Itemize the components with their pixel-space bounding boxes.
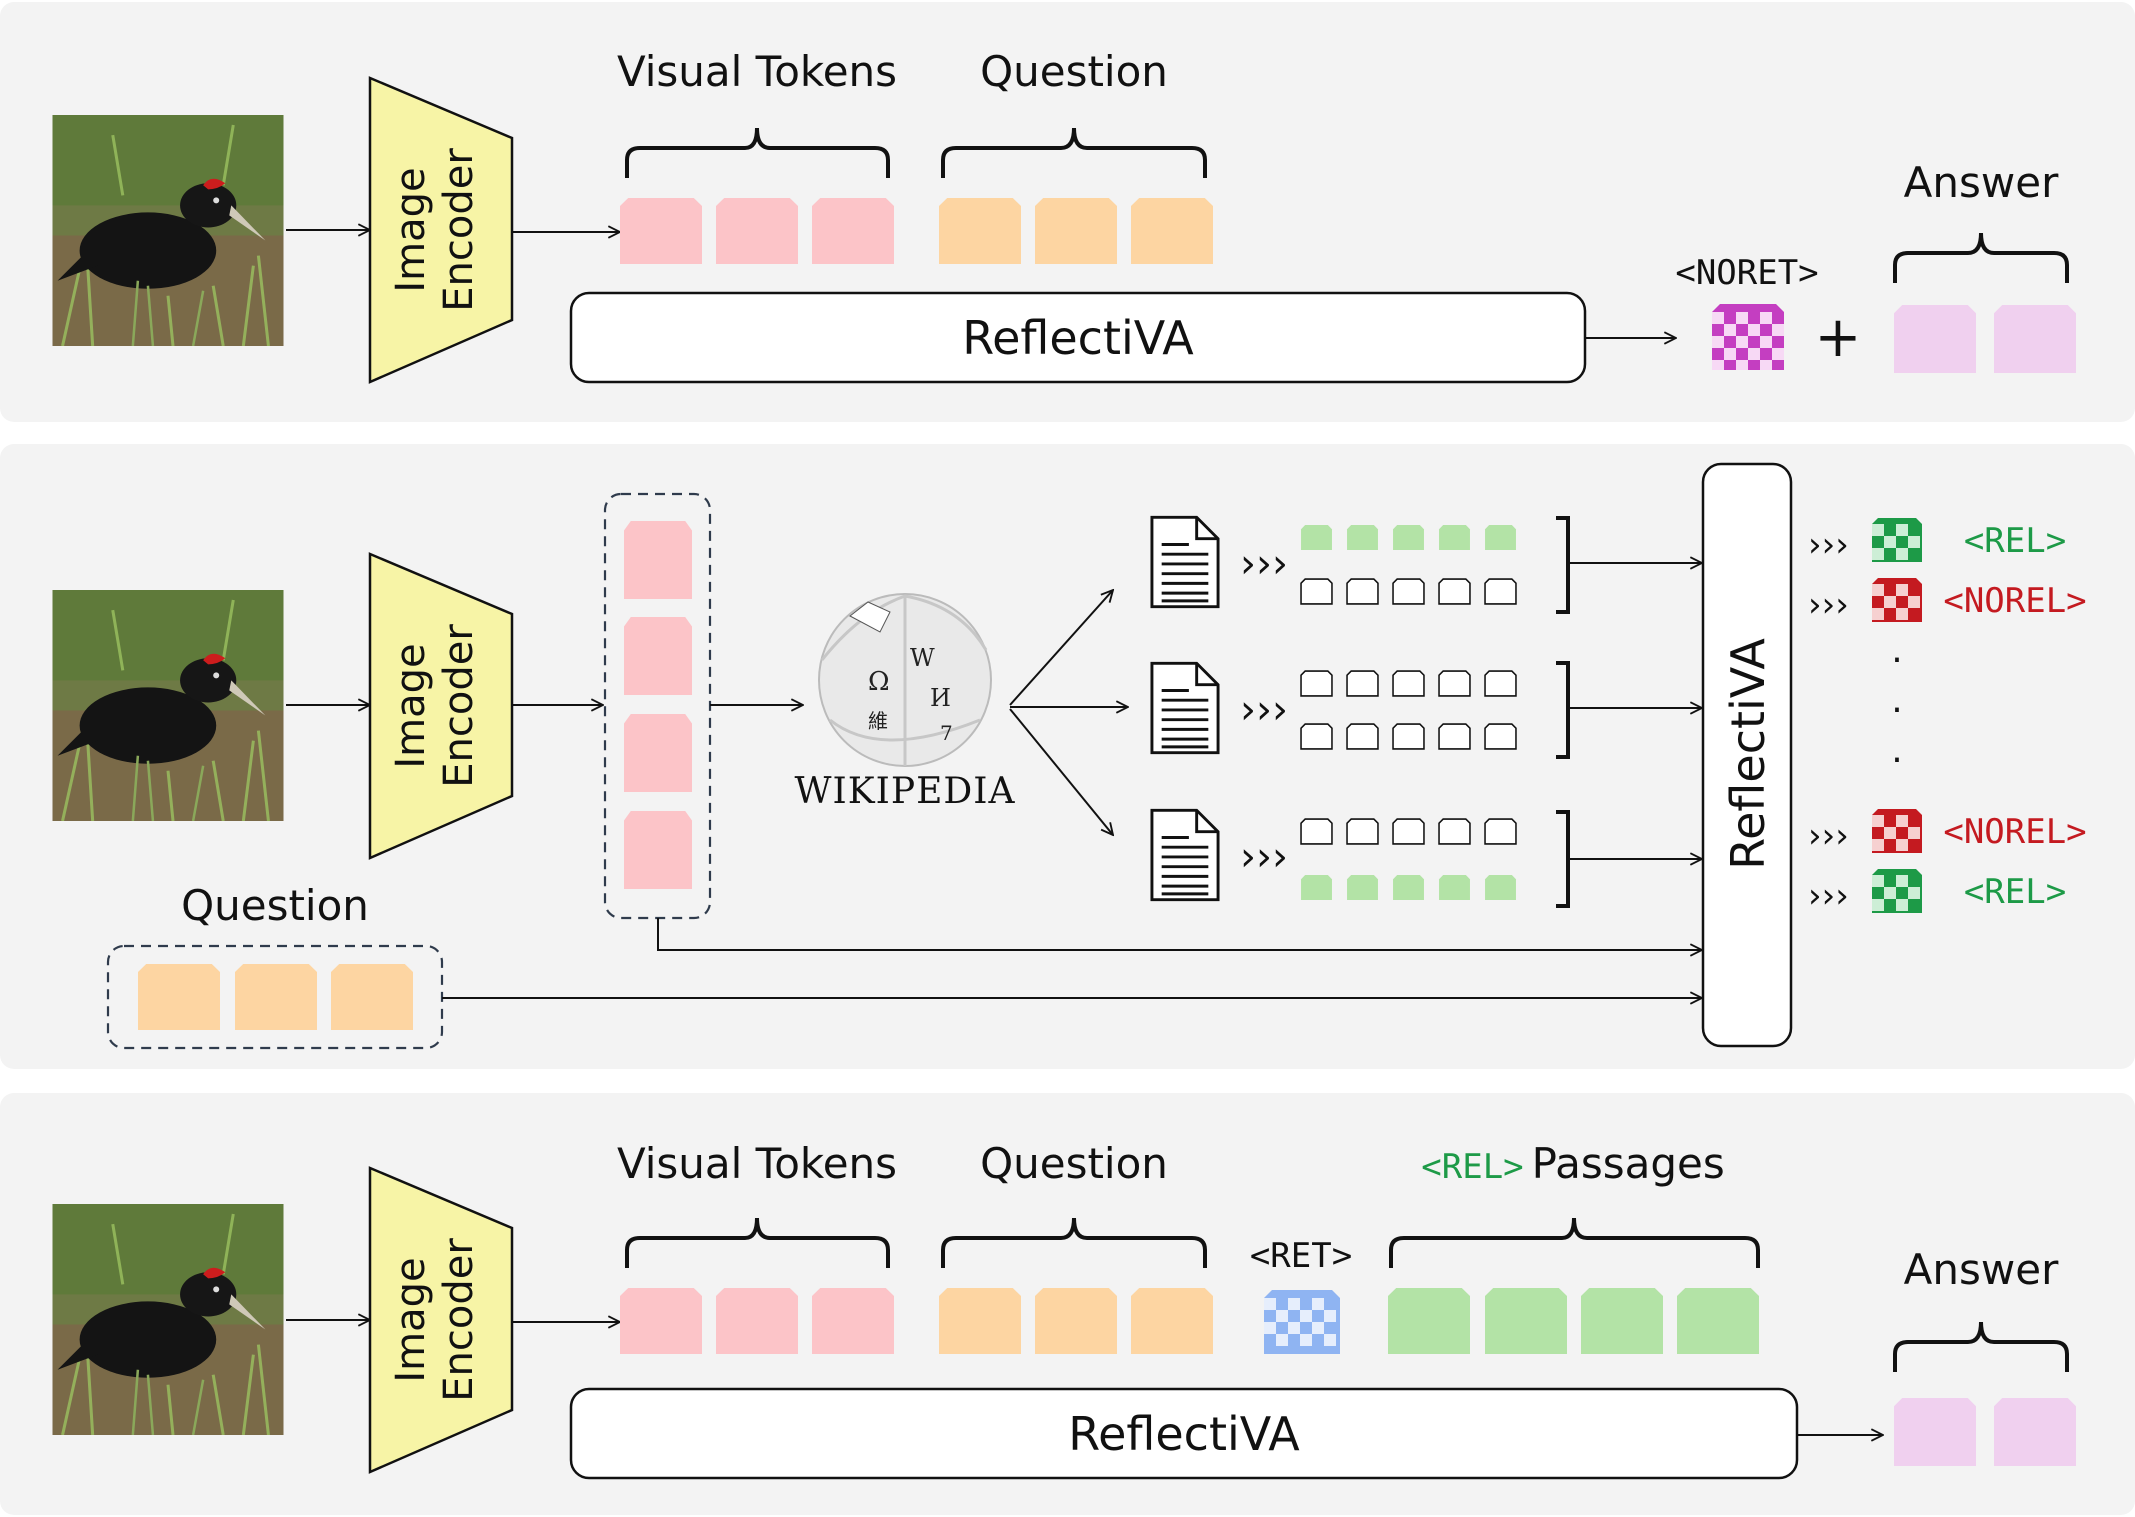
question-tokens xyxy=(939,198,1213,264)
ellipsis-dot: · xyxy=(1891,640,1902,681)
chevrons: ››› xyxy=(1240,541,1288,587)
image-encoder xyxy=(368,1166,514,1474)
question-label: Question xyxy=(980,47,1168,96)
ellipsis-dot: · xyxy=(1891,740,1902,781)
passages-brace xyxy=(1389,1217,1760,1268)
ret-token xyxy=(1264,1290,1340,1354)
encoder-label-line2: Encoder xyxy=(436,624,482,788)
visual-tokens-brace xyxy=(625,1217,890,1268)
chevrons: ››› xyxy=(1808,525,1849,565)
svg-text:維: 維 xyxy=(868,709,888,733)
rel-token-icon xyxy=(1872,518,1922,562)
visual-tokens-brace xyxy=(625,127,890,178)
document-icon xyxy=(1150,808,1220,902)
rel-prefix: <REL> xyxy=(1421,1147,1523,1187)
answer-label: Answer xyxy=(1904,158,2059,207)
norel-token-icon xyxy=(1872,578,1922,622)
chevrons: ››› xyxy=(1240,687,1288,733)
norel-label: <NOREL> xyxy=(1943,812,2086,852)
reflectiva-block-vertical xyxy=(1701,462,1793,1048)
encoder-label-line2: Encoder xyxy=(436,1238,482,1402)
input-image xyxy=(52,1204,284,1435)
answer-brace xyxy=(1893,1321,2069,1372)
encoder-label-line1: Image xyxy=(388,643,434,768)
image-encoder xyxy=(368,76,514,384)
encoder-label-line1: Image xyxy=(388,167,434,292)
question-label: Question xyxy=(181,881,369,930)
question-brace xyxy=(941,127,1207,178)
chevrons: ››› xyxy=(1240,834,1288,880)
noret-token-label: <NORET> xyxy=(1675,253,1818,293)
svg-text:Encoder: Encoder xyxy=(436,148,482,312)
chevrons: ››› xyxy=(1808,876,1849,916)
rel-passages-label: <REL>Passages xyxy=(1421,1139,1724,1188)
plus-sign: + xyxy=(1815,305,1862,370)
input-image xyxy=(52,115,284,346)
panel-middle xyxy=(0,444,2135,1069)
svg-text:7: 7 xyxy=(940,721,953,745)
svg-text:Image: Image xyxy=(388,643,434,768)
svg-text:ReflectiVA: ReflectiVA xyxy=(1721,638,1775,870)
reflectiva-label: ReflectiVA xyxy=(1068,1407,1300,1461)
svg-text:Encoder: Encoder xyxy=(436,624,482,788)
wikipedia-wordmark: WIKIPEDIA xyxy=(795,771,1016,812)
passages-label: Passages xyxy=(1532,1139,1725,1188)
svg-text:И: И xyxy=(930,684,951,712)
chevrons: ››› xyxy=(1808,816,1849,856)
reflectiva-label: ReflectiVA xyxy=(962,311,1194,365)
answer-brace xyxy=(1893,232,2069,283)
question-tokens xyxy=(138,964,413,1030)
question-brace xyxy=(941,1217,1207,1268)
question-label: Question xyxy=(980,1139,1168,1188)
rel-label: <REL> xyxy=(1964,872,2066,912)
input-image xyxy=(52,590,284,821)
image-encoder xyxy=(368,552,514,860)
norel-label: <NOREL> xyxy=(1943,581,2086,621)
reflectiva-label: ReflectiVA xyxy=(1721,638,1775,870)
question-tokens xyxy=(939,1288,1213,1354)
visual-tokens xyxy=(620,1288,894,1354)
chevrons: ››› xyxy=(1808,585,1849,625)
encoder-label-line1: Image xyxy=(388,1257,434,1382)
svg-text:Encoder: Encoder xyxy=(436,1238,482,1402)
reflectiva-block xyxy=(569,1387,1799,1480)
visual-tokens xyxy=(620,198,894,264)
visual-tokens-label: Visual Tokens xyxy=(617,1139,897,1188)
document-icon xyxy=(1150,661,1220,755)
svg-text:W: W xyxy=(910,644,935,672)
svg-text:Ω: Ω xyxy=(868,667,890,697)
svg-text:Image: Image xyxy=(388,1257,434,1382)
rel-token-icon xyxy=(1872,869,1922,913)
svg-text:Image: Image xyxy=(388,167,434,292)
noret-token xyxy=(1712,304,1784,370)
document-icon xyxy=(1150,515,1220,609)
encoder-label-line2: Encoder xyxy=(436,148,482,312)
ret-token-label: <RET> xyxy=(1250,1236,1352,1276)
answer-label: Answer xyxy=(1904,1245,2059,1294)
ellipsis-dot: · xyxy=(1891,690,1902,731)
visual-tokens-label: Visual Tokens xyxy=(617,47,897,96)
rel-label: <REL> xyxy=(1964,521,2066,561)
norel-token-icon xyxy=(1872,809,1922,853)
wikipedia-globe-icon: Ω W И 維 7 xyxy=(818,593,992,767)
